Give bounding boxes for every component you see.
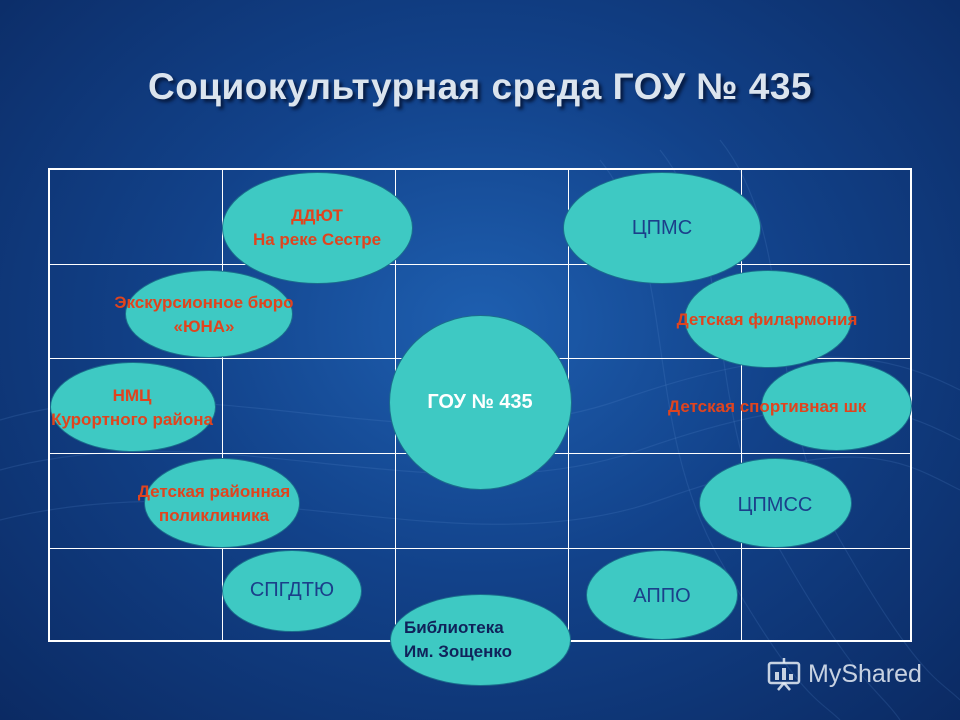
label-ddyut: ДДЮТ На реке Сестре [217, 204, 417, 252]
label-line: Детская районная [137, 482, 291, 501]
node-spgdtyu [222, 550, 362, 632]
page-title: Социокультурная среда ГОУ № 435 [147, 66, 813, 107]
label-line: НМЦ [112, 386, 152, 405]
label-appo: АППО [633, 585, 691, 607]
presentation-icon [767, 658, 801, 691]
node-ddyut [222, 172, 413, 284]
grid-line [50, 264, 910, 265]
label-sport-school: Детская спортивная шк [668, 397, 867, 416]
grid-line [50, 548, 910, 549]
label-line: поликлиника [158, 506, 270, 525]
label-line: ДДЮТ [291, 206, 343, 225]
label-line: «ЮНА» [173, 317, 235, 336]
node-excursion [125, 270, 293, 358]
label-center: ГОУ № 435 [427, 391, 533, 413]
label-spgdtyu: СПГДТЮ [249, 579, 335, 601]
label-line: Экскурсионное бюро [114, 293, 294, 312]
label-line: Курортного района [51, 410, 213, 429]
node-center [389, 315, 572, 490]
node-cpms [563, 172, 761, 284]
node-sport-school [761, 361, 912, 451]
node-philharmonic [684, 270, 852, 368]
label-line: На реке Сестре [252, 230, 382, 249]
label-cpmss: ЦПМСС [737, 494, 813, 516]
node-library [390, 594, 571, 686]
watermark-text: MyShared [808, 659, 922, 688]
node-appo [586, 550, 738, 640]
grid-line [741, 170, 742, 640]
label-library: Библиотека Им. Зощенко [380, 616, 580, 664]
node-clinic [144, 458, 300, 548]
label-line: Им. Зощенко [404, 642, 513, 661]
node-nmc [50, 362, 216, 452]
watermark: MyShared [766, 656, 922, 692]
label-clinic: Детская районная поликлиника [84, 480, 344, 528]
node-cpmss [699, 458, 852, 548]
label-nmc: НМЦ Курортного района [6, 384, 258, 432]
label-line: Библиотека [404, 618, 504, 637]
grid-line [222, 170, 223, 640]
label-cpms: ЦПМС [631, 217, 693, 239]
label-excursion: Экскурсионное бюро «ЮНА» [64, 291, 344, 339]
label-philharmonic: Детская филармония [676, 310, 858, 329]
